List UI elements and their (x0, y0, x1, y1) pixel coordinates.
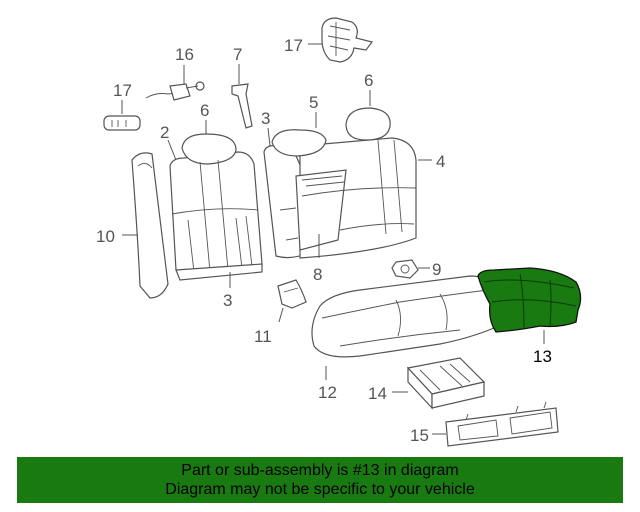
part-9-bushing (391, 259, 419, 279)
callout-13: 13 (533, 347, 552, 366)
part-15-bracket (445, 401, 559, 447)
callout-6b: 6 (364, 71, 373, 90)
callout-11: 11 (254, 327, 272, 346)
callout-3: 3 (223, 291, 232, 310)
part-13-cushion-highlighted (477, 267, 582, 333)
callout-14: 14 (368, 384, 387, 403)
part-17-button (103, 115, 141, 131)
info-banner: Part or sub-assembly is #13 in diagram D… (17, 457, 623, 503)
part-16-cable (145, 81, 205, 101)
leader-11 (278, 307, 284, 323)
leader-1 (167, 139, 177, 161)
part-18-guide (321, 17, 374, 63)
banner-line-2: Diagram may not be specific to your vehi… (165, 481, 475, 498)
banner-line-1: Part or sub-assembly is #13 in diagram (181, 462, 459, 479)
callout-18: 17 (284, 36, 303, 55)
callout-17: 17 (113, 81, 132, 100)
callout-10: 10 (96, 227, 115, 246)
part-1-left-seatback (169, 133, 263, 281)
part-10-bolster (131, 152, 169, 299)
part-14-block (406, 357, 486, 410)
part-7-guide (231, 83, 253, 129)
callout-15: 15 (410, 426, 429, 445)
leader-2 (267, 127, 271, 147)
part-4-right-seatback (263, 107, 417, 259)
callout-8: 8 (313, 265, 322, 284)
callout-5: 5 (309, 93, 318, 112)
callout-1: 2 (160, 123, 169, 142)
callout-16: 16 (175, 45, 194, 64)
callout-6a: 6 (200, 101, 209, 120)
parts-diagram: 17 16 17 7 10 2 6 3 (96, 17, 582, 447)
callout-4: 4 (436, 152, 445, 171)
callout-12: 12 (318, 383, 337, 402)
part-11-trim (277, 279, 307, 309)
part-12-seat-cushion (311, 275, 495, 358)
callout-9: 9 (432, 260, 441, 279)
callout-7: 7 (233, 45, 242, 64)
callout-2: 3 (261, 109, 270, 128)
